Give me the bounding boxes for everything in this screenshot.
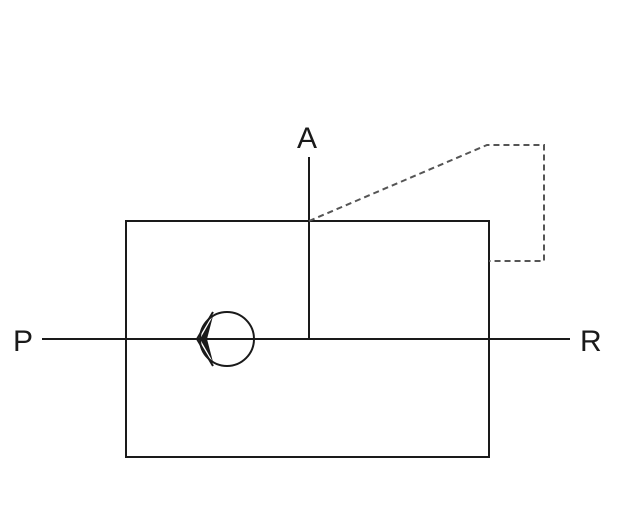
dashed-pilot-line bbox=[308, 144, 545, 262]
port-a-label: A bbox=[297, 122, 317, 155]
check-valve-seat-fill bbox=[200, 316, 213, 362]
check-valve-seat bbox=[195, 311, 214, 367]
check-valve-symbol bbox=[195, 311, 255, 367]
port-r-label: R bbox=[580, 325, 602, 358]
port-p-label: P bbox=[13, 325, 33, 358]
